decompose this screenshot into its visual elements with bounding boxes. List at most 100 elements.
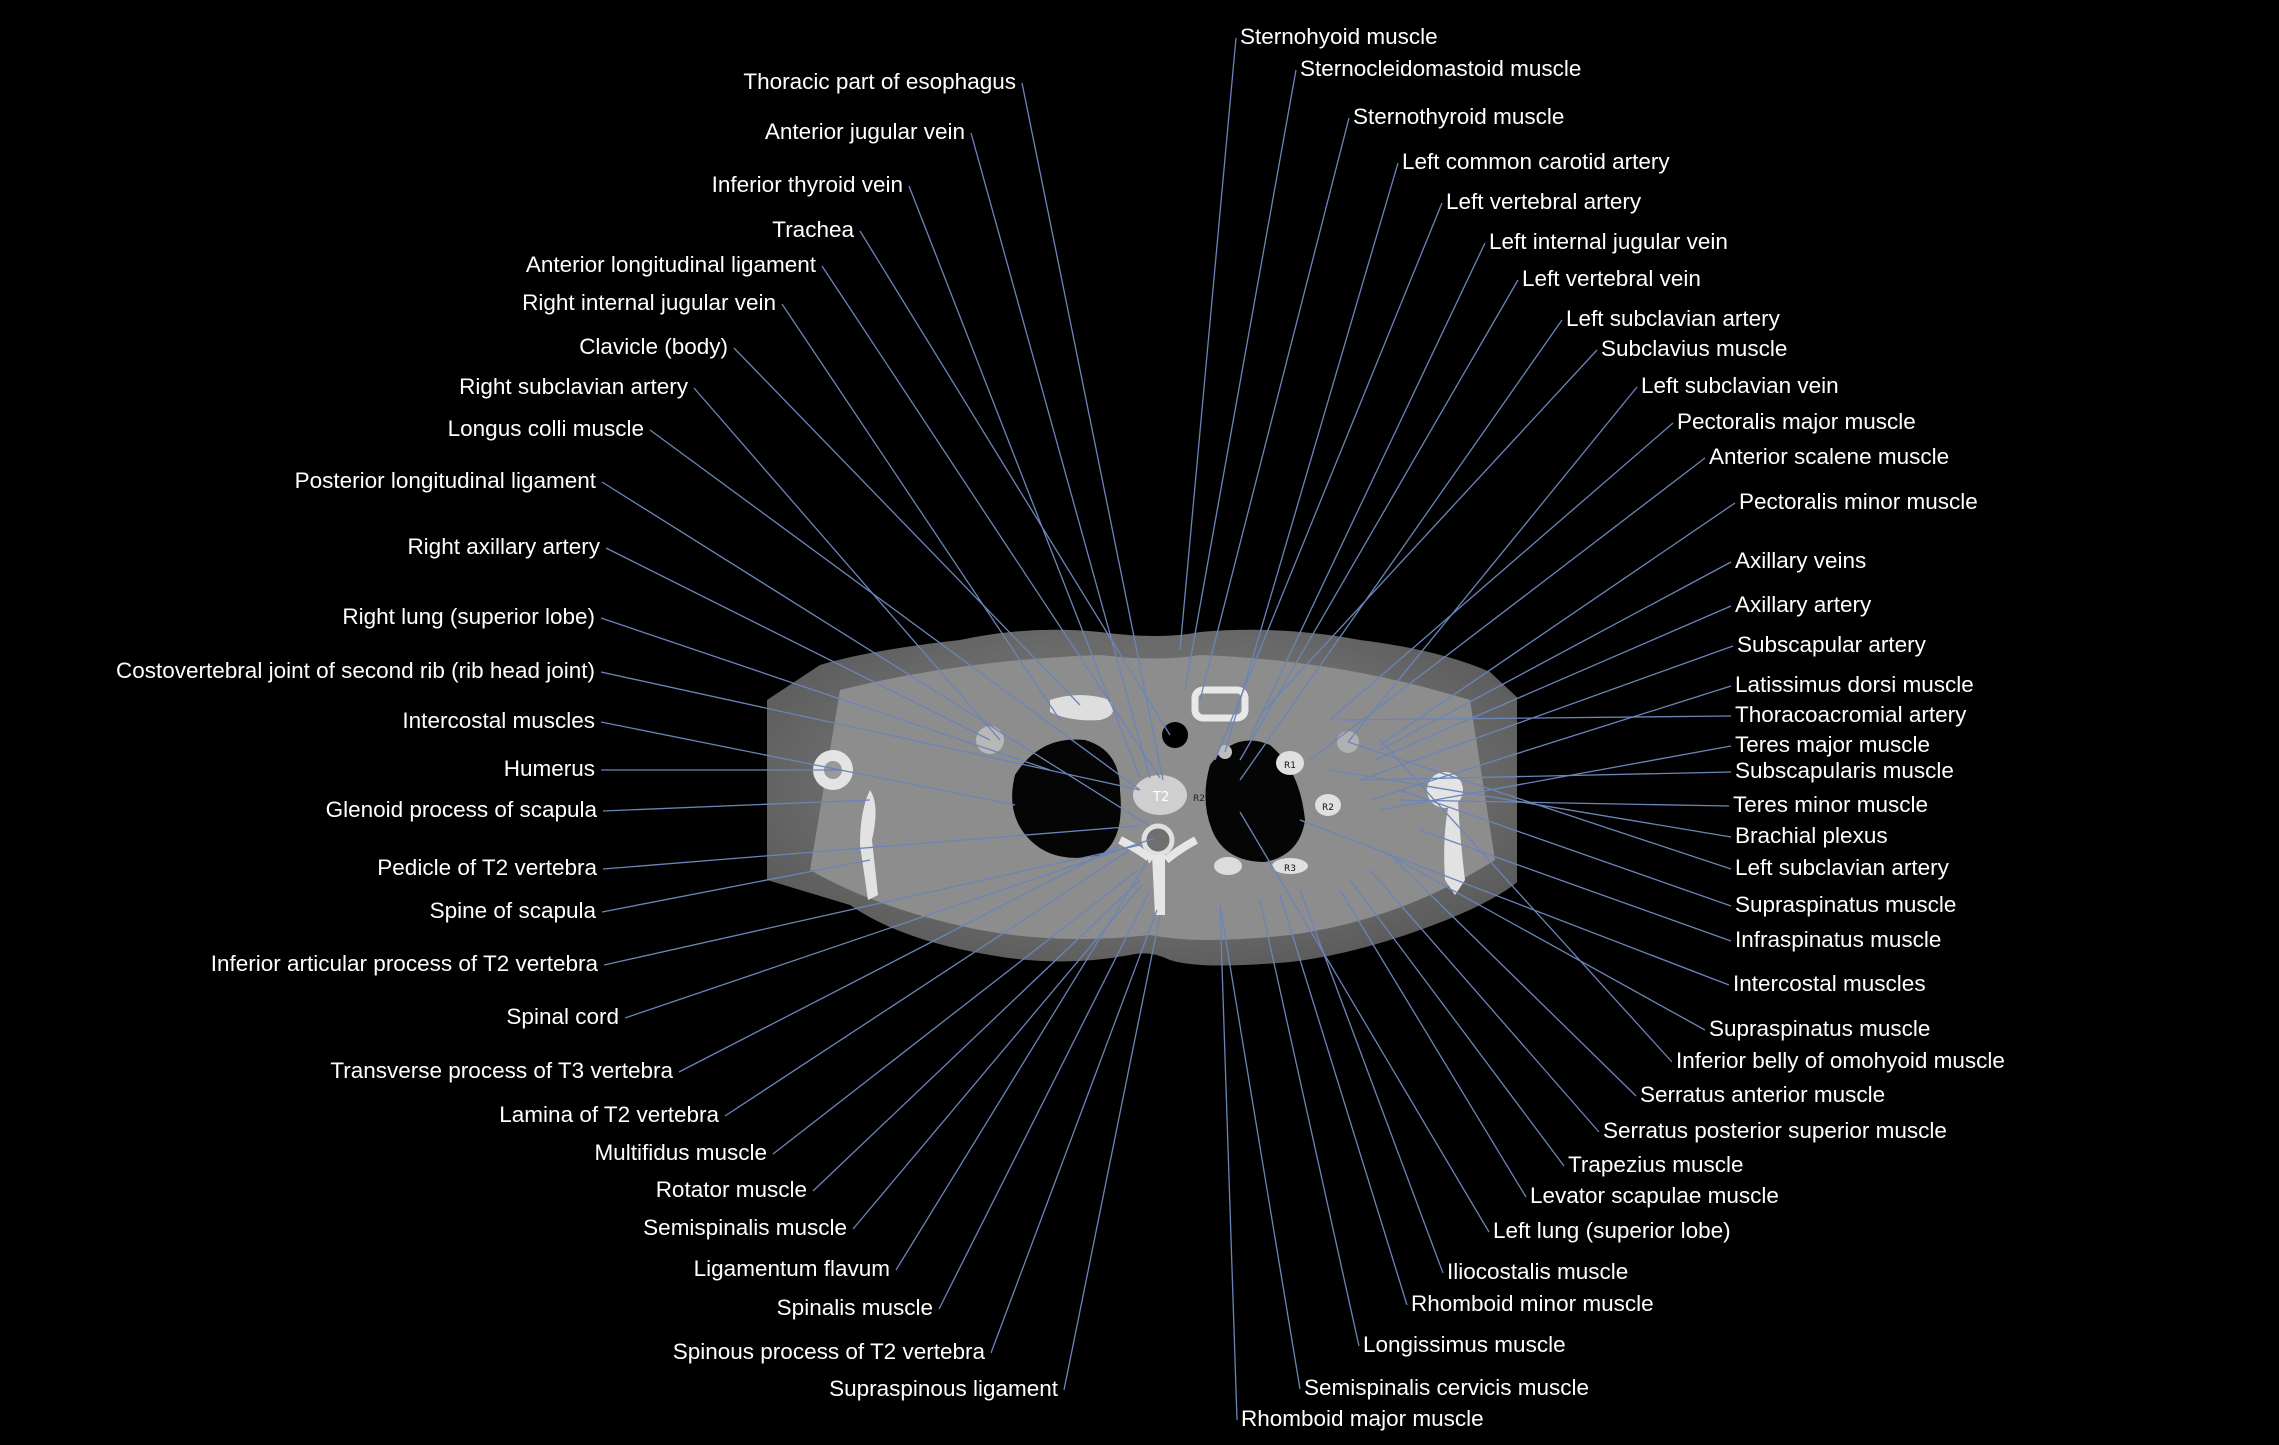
rib-r3-shape bbox=[1272, 858, 1308, 874]
rib-label-r2a: R2 bbox=[1193, 794, 1205, 804]
label-left-humerus: Humerus bbox=[503, 756, 595, 781]
spinous-process-shape bbox=[1152, 855, 1165, 915]
label-left-12-leader bbox=[600, 671, 1141, 791]
label-left-transverse-process-of-t3-vertebra: Transverse process of T3 vertebra bbox=[330, 1058, 673, 1083]
label-right-25-leader bbox=[1299, 819, 1730, 986]
label-left-24-leader bbox=[852, 884, 1143, 1230]
label-left-anterior-longitudinal-ligament: Anterior longitudinal ligament bbox=[525, 252, 816, 277]
label-right-32-leader bbox=[1239, 811, 1490, 1233]
right-scapula-shape bbox=[860, 790, 878, 900]
label-right-inferior-belly-of-omohyoid-muscle: Inferior belly of omohyoid muscle bbox=[1676, 1048, 2005, 1073]
label-right-left-subclavian-artery: Left subclavian artery bbox=[1566, 306, 1780, 331]
label-right-sternothyroid-muscle: Sternothyroid muscle bbox=[1353, 104, 1565, 129]
label-right-34-leader bbox=[1279, 894, 1408, 1306]
label-left-inferior-articular-process-of-t2-vertebra: Inferior articular process of T2 vertebr… bbox=[210, 951, 598, 976]
rib-label-r2b: R2 bbox=[1322, 803, 1334, 813]
label-left-semispinalis-muscle: Semispinalis muscle bbox=[643, 1215, 847, 1240]
right-clavicle-shape bbox=[1050, 695, 1114, 721]
label-right-intercostal-muscles: Intercostal muscles bbox=[1733, 971, 1926, 996]
label-left-15-leader bbox=[602, 799, 871, 812]
label-right-left-subclavian-artery: Left subclavian artery bbox=[1735, 855, 1949, 880]
label-left-spinal-cord: Spinal cord bbox=[506, 1004, 619, 1029]
rib-left-posterior-shape bbox=[1214, 857, 1242, 875]
label-right-latissimus-dorsi-muscle: Latissimus dorsi muscle bbox=[1735, 672, 1974, 697]
label-right-left-subclavian-vein: Left subclavian vein bbox=[1641, 373, 1839, 398]
label-right-sternocleidomastoid-muscle: Sternocleidomastoid muscle bbox=[1300, 56, 1582, 81]
label-right-pectoralis-minor-muscle: Pectoralis minor muscle bbox=[1739, 489, 1978, 514]
label-left-right-internal-jugular-vein: Right internal jugular vein bbox=[522, 290, 776, 315]
label-right-left-lung-superior-lobe: Left lung (superior lobe) bbox=[1493, 1218, 1731, 1243]
label-right-5-leader bbox=[1249, 242, 1486, 739]
label-left-20-leader bbox=[678, 844, 1121, 1073]
label-right-19-leader bbox=[1359, 771, 1732, 781]
label-left-costovertebral-joint-of-second-rib-rib-head-joint: Costovertebral joint of second rib (rib … bbox=[116, 658, 595, 683]
label-right-serratus-posterior-superior-muscle: Serratus posterior superior muscle bbox=[1603, 1118, 1947, 1143]
label-right-14-leader bbox=[1374, 605, 1732, 761]
label-right-anterior-scalene-muscle: Anterior scalene muscle bbox=[1709, 444, 1950, 469]
spinal-canal-shape bbox=[1141, 823, 1175, 857]
label-right-brachial-plexus: Brachial plexus bbox=[1735, 823, 1888, 848]
label-left-11-leader bbox=[600, 617, 1051, 771]
label-left-2-leader bbox=[908, 185, 1141, 779]
label-right-thoracoacromial-artery: Thoracoacromial artery bbox=[1735, 702, 1967, 727]
label-right-17-leader bbox=[1339, 715, 1732, 721]
label-right-left-vertebral-vein: Left vertebral vein bbox=[1522, 266, 1701, 291]
label-left-posterior-longitudinal-ligament: Posterior longitudinal ligament bbox=[294, 468, 596, 493]
label-right-supraspinatus-muscle: Supraspinatus muscle bbox=[1709, 1016, 1931, 1041]
label-left-22-leader bbox=[772, 869, 1139, 1155]
right-lung-region bbox=[1012, 739, 1121, 858]
label-right-20-leader bbox=[1399, 799, 1730, 807]
label-left-21-leader bbox=[724, 849, 1131, 1117]
label-right-4-leader bbox=[1214, 202, 1443, 761]
label-right-supraspinatus-muscle: Supraspinatus muscle bbox=[1735, 892, 1957, 917]
label-right-31-leader bbox=[1339, 889, 1527, 1198]
label-right-28-leader bbox=[1394, 859, 1637, 1097]
label-right-subclavius-muscle: Subclavius muscle bbox=[1601, 336, 1788, 361]
label-left-intercostal-muscles: Intercostal muscles bbox=[402, 708, 595, 733]
label-left-27-leader bbox=[990, 909, 1158, 1354]
label-left-anterior-jugular-vein: Anterior jugular vein bbox=[764, 119, 965, 144]
label-right-left-internal-jugular-vein: Left internal jugular vein bbox=[1489, 229, 1728, 254]
label-right-37-leader bbox=[1219, 904, 1238, 1421]
label-left-ligamentum-flavum: Ligamentum flavum bbox=[693, 1256, 890, 1281]
label-right-22-leader bbox=[1347, 741, 1732, 870]
label-right-iliocostalis-muscle: Iliocostalis muscle bbox=[1447, 1259, 1629, 1284]
label-left-28-leader bbox=[1063, 914, 1161, 1391]
label-right-teres-major-muscle: Teres major muscle bbox=[1735, 732, 1931, 757]
label-right-teres-minor-muscle: Teres minor muscle bbox=[1733, 792, 1929, 817]
label-left-multifidus-muscle: Multifidus muscle bbox=[594, 1140, 767, 1165]
label-right-23-leader bbox=[1399, 789, 1732, 907]
label-left-6-leader bbox=[733, 347, 1081, 706]
label-right-15-leader bbox=[1359, 645, 1734, 781]
label-left-lamina-of-t2-vertebra: Lamina of T2 vertebra bbox=[499, 1102, 719, 1127]
label-right-9-leader bbox=[1347, 386, 1638, 743]
label-right-18-leader bbox=[1379, 745, 1732, 811]
label-right-trapezius-muscle: Trapezius muscle bbox=[1568, 1152, 1744, 1177]
label-right-axillary-veins: Axillary veins bbox=[1735, 548, 1867, 573]
rib-label-r1: R1 bbox=[1284, 761, 1296, 771]
label-right-1-leader bbox=[1184, 69, 1297, 691]
label-right-30-leader bbox=[1349, 879, 1565, 1167]
label-left-longus-colli-muscle: Longus colli muscle bbox=[447, 416, 644, 441]
label-right-16-leader bbox=[1369, 685, 1732, 801]
label-right-2-leader bbox=[1199, 117, 1350, 701]
label-left-18-leader bbox=[603, 844, 1141, 966]
label-right-33-leader bbox=[1299, 889, 1444, 1274]
label-left-1-leader bbox=[970, 132, 1151, 779]
label-left-8-leader bbox=[649, 429, 1141, 791]
label-right-6-leader bbox=[1239, 279, 1519, 761]
label-left-thoracic-part-of-esophagus: Thoracic part of esophagus bbox=[743, 69, 1016, 94]
label-left-clavicle-body: Clavicle (body) bbox=[579, 334, 728, 359]
label-right-semispinalis-cervicis-muscle: Semispinalis cervicis muscle bbox=[1304, 1375, 1590, 1400]
label-right-sternohyoid-muscle: Sternohyoid muscle bbox=[1240, 24, 1438, 49]
label-left-spinalis-muscle: Spinalis muscle bbox=[776, 1295, 933, 1320]
label-right-axillary-artery: Axillary artery bbox=[1735, 592, 1872, 617]
label-right-8-leader bbox=[1259, 349, 1598, 716]
label-right-3-leader bbox=[1224, 162, 1399, 753]
label-right-21-leader bbox=[1329, 769, 1732, 838]
label-right-12-leader bbox=[1379, 502, 1736, 746]
label-left-pedicle-of-t2-vertebra: Pedicle of T2 vertebra bbox=[377, 855, 597, 880]
vertebra-label: T2 bbox=[1152, 790, 1169, 805]
